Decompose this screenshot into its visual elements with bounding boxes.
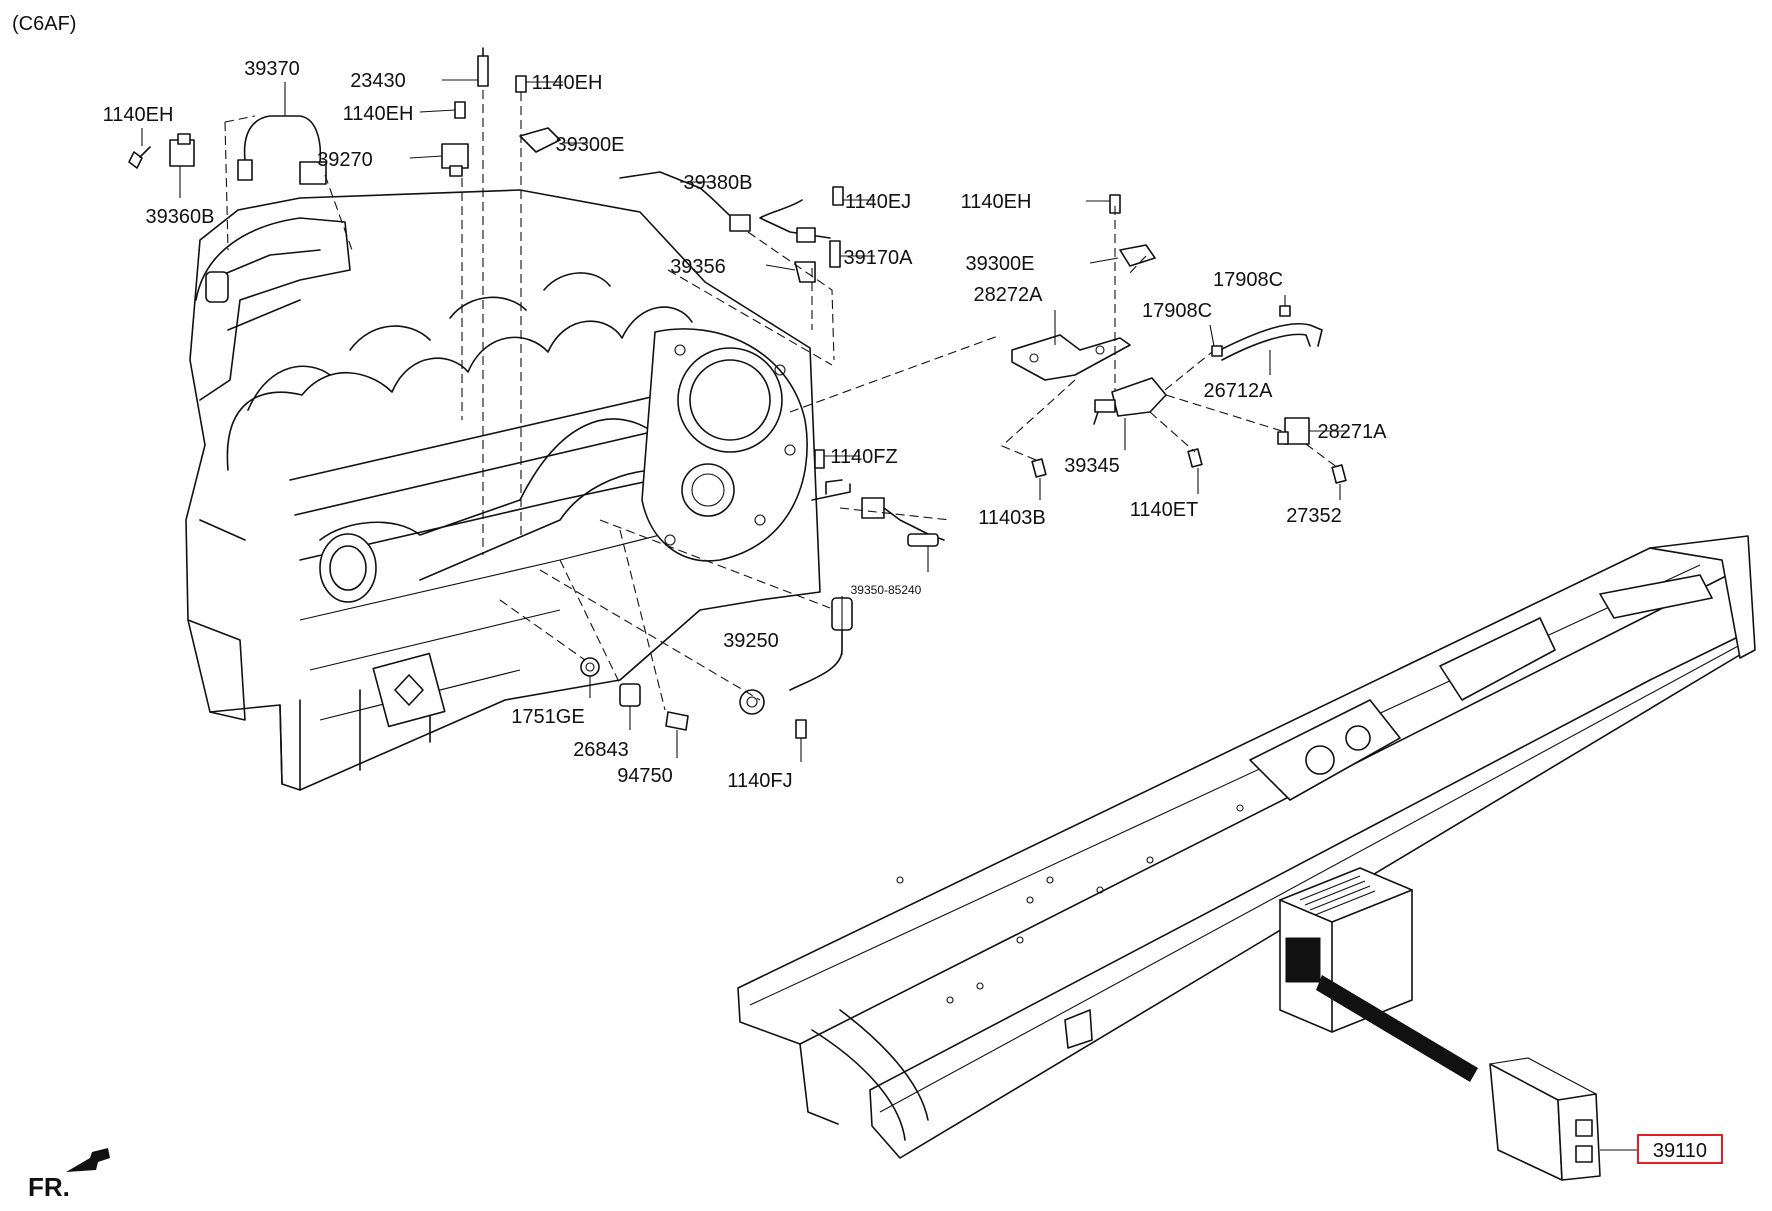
part-number-label[interactable]: 39350-85240 [851, 583, 922, 597]
part-number-label[interactable]: 94750 [617, 765, 673, 787]
part-number-label[interactable]: 1140EH [961, 191, 1032, 213]
part-number-label[interactable]: 39370 [244, 58, 300, 80]
part-number-label[interactable]: 1140EH [532, 72, 603, 94]
part-number-label[interactable]: 39170A [844, 247, 914, 269]
part-number-label[interactable]: 39360B [146, 206, 215, 228]
part-number-label[interactable]: 23430 [350, 70, 406, 92]
part-number-label[interactable]: 39270 [317, 149, 373, 171]
part-number-label[interactable]: 39250 [723, 630, 779, 652]
highlighted-callout-group[interactable]: 39110 [1637, 1134, 1723, 1164]
part-number-label[interactable]: 1140ET [1130, 499, 1199, 521]
leader-lines [141, 79, 1638, 1151]
part-number-label[interactable]: 39300E [556, 134, 625, 156]
egr-assembly [1011, 194, 1347, 484]
highlight-box [1637, 1134, 1723, 1164]
part-number-label[interactable]: 1140FJ [727, 770, 792, 792]
front-arrow-icon [66, 1148, 110, 1172]
ecu-module [1489, 1057, 1601, 1181]
part-number-label[interactable]: 39356 [670, 256, 726, 278]
part-number-label[interactable]: 28271A [1318, 421, 1388, 443]
ecu-bracket [1279, 867, 1478, 1082]
part-number-label[interactable]: 1140EH [103, 104, 174, 126]
part-number-label[interactable]: 17908C [1142, 300, 1212, 322]
part-number-label[interactable]: 17908C [1213, 269, 1283, 291]
part-number-label[interactable]: 26712A [1204, 380, 1274, 402]
part-number-label[interactable]: 1140FZ [830, 446, 897, 468]
highlighted-part-number[interactable]: 39110 [1653, 1140, 1707, 1162]
part-number-label[interactable]: 39300E [966, 253, 1035, 275]
chassis-frame [737, 535, 1756, 1159]
part-number-label[interactable]: 1751GE [511, 706, 584, 728]
diagram-code: (C6AF) [12, 13, 76, 35]
part-number-label[interactable]: 28272A [974, 284, 1044, 306]
part-number-label[interactable]: 27352 [1286, 505, 1342, 527]
part-number-label[interactable]: 39380B [684, 172, 753, 194]
engine-block [185, 189, 821, 791]
front-label: FR. [28, 1172, 70, 1202]
front-orientation-indicator: FR. [28, 1148, 110, 1202]
part-number-label[interactable]: 39345 [1064, 455, 1120, 477]
part-callouts: 39370 1140EH 39360B 23430 1140EH 1140EH 39300E… [103, 58, 1388, 792]
part-number-label[interactable]: 1140EJ [845, 191, 911, 213]
part-number-label[interactable]: 11403B [978, 507, 1045, 529]
part-number-label[interactable]: 1140EH [343, 103, 414, 125]
part-number-label[interactable]: 26843 [573, 739, 629, 761]
